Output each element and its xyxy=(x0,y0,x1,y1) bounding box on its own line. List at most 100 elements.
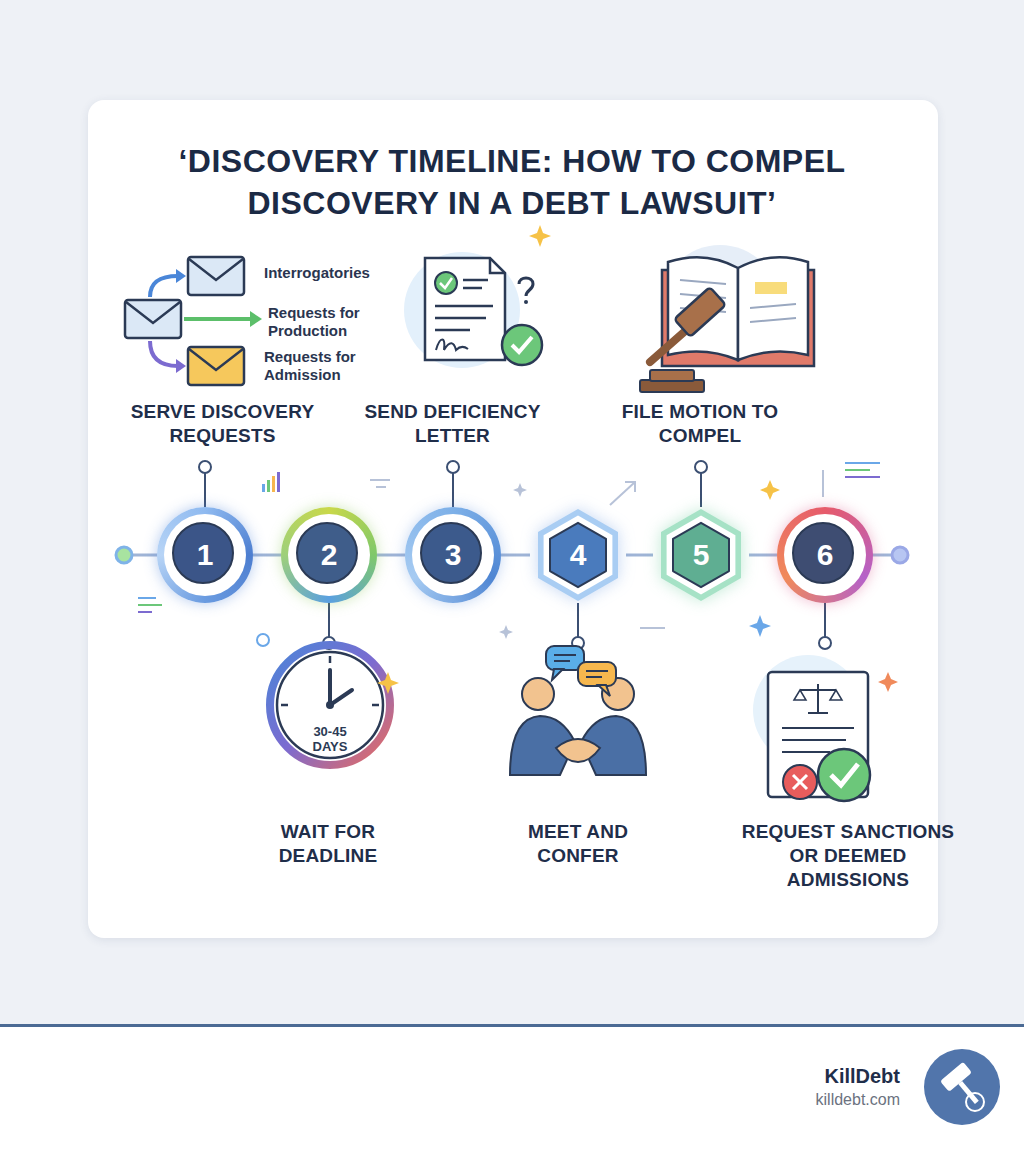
envelope-icon-part xyxy=(176,359,186,373)
decoration-part xyxy=(499,625,513,639)
letter-icon-part xyxy=(490,258,505,273)
brand-logo xyxy=(924,1049,1000,1125)
step-circle: 1 xyxy=(157,507,253,603)
handshake-icon-part xyxy=(586,676,602,678)
step-number: 5 xyxy=(653,507,749,603)
sanctions-icon-part xyxy=(830,690,842,700)
letter-icon-part xyxy=(463,287,482,290)
envelope-icon-part xyxy=(189,349,243,370)
step-number: 6 xyxy=(777,507,873,603)
handshake-icon xyxy=(510,646,646,775)
timeline-end-part xyxy=(892,547,908,563)
handshake-icon-part xyxy=(522,678,554,710)
clock-icon-part xyxy=(377,672,399,694)
sanctions-icon-part xyxy=(831,764,858,785)
clock-icon xyxy=(270,645,399,765)
step-label: WAIT FOR DEADLINE xyxy=(253,820,403,868)
decoration-part xyxy=(138,597,156,599)
envelope-icon-part xyxy=(150,276,178,297)
handshake-icon-part xyxy=(578,662,616,686)
gavel-book-icon-part xyxy=(738,257,808,360)
letter-icon-part xyxy=(524,300,528,304)
letter-icon-part xyxy=(435,272,457,294)
step-label: SERVE DISCOVERY REQUESTS xyxy=(115,400,330,448)
decoration-part xyxy=(529,225,551,247)
gavel-book-icon-part xyxy=(650,370,694,381)
sanctions-icon-part xyxy=(817,684,819,712)
decoration-part xyxy=(376,486,386,488)
leader-stem-part xyxy=(819,637,831,649)
gavel-book-icon xyxy=(640,245,814,392)
letter-icon-part xyxy=(436,340,468,351)
step-label: FILE MOTION TO COMPEL xyxy=(615,400,785,448)
handshake-icon-part xyxy=(586,670,608,672)
letter-icon-part xyxy=(425,258,505,360)
clock-icon-part xyxy=(277,652,383,758)
leader-stem-part xyxy=(695,461,707,473)
gavel-book-icon-part xyxy=(755,282,787,294)
clock-caption: 30-45 DAYS xyxy=(306,724,354,754)
step-hexagon: 5 xyxy=(653,507,749,603)
sanctions-icon xyxy=(753,655,898,801)
envelope-icon-part xyxy=(188,257,244,295)
envelope-icon-part xyxy=(189,259,243,280)
envelope-icon-part xyxy=(125,300,181,338)
clock-icon-part xyxy=(329,656,332,663)
clock-icon-part xyxy=(372,704,379,707)
handshake-icon-part xyxy=(556,739,600,762)
leader-stem-part xyxy=(447,461,459,473)
gavel-book-icon-part-part xyxy=(674,287,726,337)
letter-icon-part xyxy=(435,329,470,332)
step-number: 1 xyxy=(157,507,253,603)
icon-caption: Requests for Production xyxy=(268,304,378,340)
step-number: 3 xyxy=(405,507,501,603)
step-number: 2 xyxy=(281,507,377,603)
envelope-icon-part xyxy=(126,302,180,323)
timeline-connector xyxy=(749,554,777,557)
letter-icon-part xyxy=(463,279,488,282)
handshake-icon-part xyxy=(552,669,563,680)
decoration-part xyxy=(257,634,269,646)
letter-icon-part xyxy=(519,278,533,296)
sanctions-icon-part xyxy=(782,751,830,753)
envelope-icon-part xyxy=(176,269,186,283)
step-label: SEND DEFICIENCY LETTER xyxy=(345,400,560,448)
step-circle: 3 xyxy=(405,507,501,603)
handshake-icon-part xyxy=(598,685,610,696)
sanctions-icon-part xyxy=(782,727,854,729)
clock-icon-part xyxy=(326,701,334,709)
envelope-icon-part xyxy=(184,317,252,321)
letter-icon-part xyxy=(512,337,532,352)
timeline-end-part xyxy=(116,547,132,563)
sanctions-icon-part xyxy=(793,775,807,789)
gavel-book-icon-part xyxy=(668,257,738,360)
decoration-part xyxy=(749,615,771,637)
step-circle: 6 xyxy=(777,507,873,603)
envelope-icon xyxy=(125,257,262,385)
sanctions-icon-part xyxy=(878,672,898,692)
handshake-icon-part xyxy=(554,660,570,662)
sanctions-icon-part xyxy=(782,739,846,741)
gavel-book-icon-part xyxy=(750,304,796,308)
envelope-icon-part xyxy=(250,311,262,327)
clock-icon-part xyxy=(328,670,332,705)
decoration-part xyxy=(138,611,152,613)
gavel-book-icon-part xyxy=(680,280,726,284)
decoration-part xyxy=(277,472,280,492)
leader-stem-part xyxy=(199,461,211,473)
envelope-icon-part xyxy=(150,341,178,366)
sanctions-icon-part xyxy=(793,775,807,789)
step-number: 4 xyxy=(530,507,626,603)
timeline-connector xyxy=(626,554,653,557)
timeline-connector xyxy=(377,554,405,557)
step-hexagon: 4 xyxy=(530,507,626,603)
icon-caption: Requests for Admission xyxy=(264,348,374,384)
decoration-part xyxy=(138,604,162,606)
decoration-part xyxy=(640,627,665,629)
step-label: MEET AND CONFER xyxy=(503,820,653,868)
decoration-part xyxy=(822,470,824,497)
leader-stem xyxy=(199,461,831,649)
brand-logo-part xyxy=(924,1049,1000,1125)
timeline-connector xyxy=(501,554,530,557)
